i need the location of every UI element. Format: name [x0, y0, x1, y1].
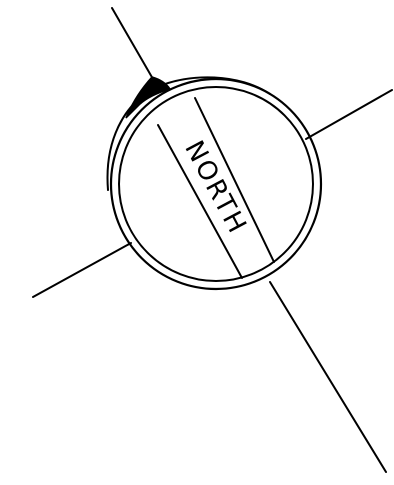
east-line — [306, 90, 392, 139]
south-line-lower — [270, 282, 386, 472]
north-arrowhead — [126, 77, 170, 118]
north-line-upper — [112, 8, 153, 79]
west-line — [33, 243, 131, 297]
banner-north-label: NORTH — [178, 136, 252, 240]
outer-arc — [108, 77, 270, 190]
